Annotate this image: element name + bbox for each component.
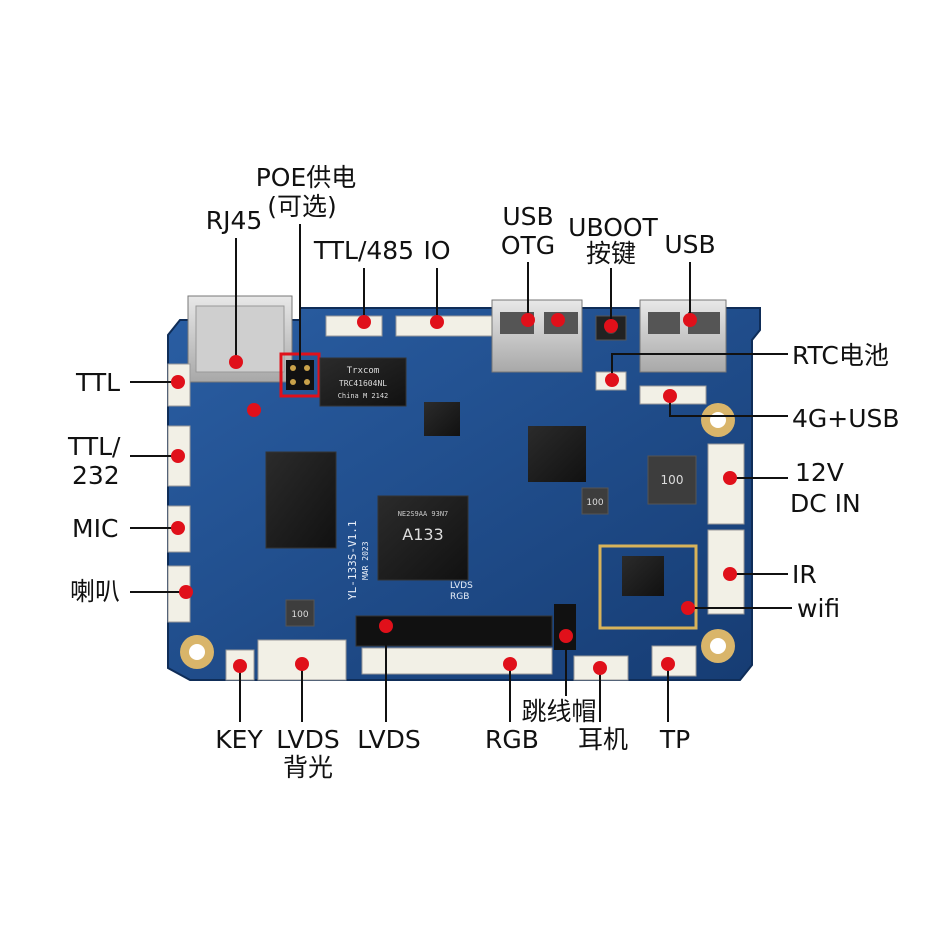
label-speaker: 喇叭: [70, 577, 121, 606]
marker-tp: [661, 657, 675, 671]
marker-mic: [171, 521, 185, 535]
marker-4g: [663, 389, 677, 403]
marker-dots: [171, 313, 737, 675]
marker-ttl485: [357, 315, 371, 329]
marker-key: [233, 659, 247, 673]
marker-jumper: [559, 629, 573, 643]
label-wifi: wifi: [797, 594, 841, 623]
label-ttl232-1: TTL/: [68, 432, 121, 461]
label-lvds: LVDS: [357, 725, 421, 754]
inductor3-text: 100: [291, 610, 308, 620]
label-poe-sub: (可选): [267, 192, 337, 221]
label-ttl232-2: 232: [72, 461, 120, 490]
marker-rj45-2: [247, 403, 261, 417]
label-key: KEY: [215, 725, 263, 754]
wifi-antenna-area: [598, 544, 698, 630]
label-4g-usb: 4G+USB: [792, 404, 900, 433]
marker-rgb: [503, 657, 517, 671]
usb-host-port: [639, 299, 727, 373]
label-usb-otg-1: USB: [502, 202, 554, 231]
inductor-text: 100: [661, 473, 684, 487]
top-connectors: [325, 315, 493, 337]
eth-brand-text: Trxcom: [347, 366, 380, 376]
label-poe: POE供电: [255, 163, 357, 192]
marker-ttl: [171, 375, 185, 389]
label-ttl: TTL: [76, 368, 121, 397]
leader-rtc: [611, 353, 788, 380]
label-lvds-bl-2: 背光: [282, 753, 334, 782]
marker-usb-otg-1: [521, 313, 535, 327]
marker-usb-otg-2: [551, 313, 565, 327]
marker-earphone: [593, 661, 607, 675]
mounting-holes: [180, 403, 735, 669]
marker-uboot: [604, 319, 618, 333]
ram-chip: [265, 451, 337, 549]
label-uboot-2: 按键: [585, 239, 637, 268]
label-ir: IR: [792, 560, 817, 589]
leader-lines: [130, 224, 792, 722]
marker-ttl232: [171, 449, 185, 463]
lvds-rgb-silk-2: RGB: [450, 592, 469, 602]
rgb-fpc: [361, 647, 553, 675]
inductor2-text: 100: [586, 498, 603, 508]
label-usb-otg-2: OTG: [500, 231, 556, 260]
label-earphone: 耳机: [577, 725, 629, 754]
marker-io: [430, 315, 444, 329]
cpu-sub-label: NE2S9AA 93N7: [398, 510, 449, 518]
label-usb: USB: [664, 230, 716, 259]
marker-rj45: [229, 355, 243, 369]
marker-lvds-bl: [295, 657, 309, 671]
marker-ir: [723, 567, 737, 581]
label-uboot-1: UBOOT: [568, 213, 658, 242]
label-io: IO: [423, 236, 451, 265]
usb-otg-port: [491, 299, 583, 373]
cpu-chip: [377, 495, 469, 581]
cpu-label: A133: [402, 525, 443, 544]
marker-speaker: [179, 585, 193, 599]
date-text: MAR 2023: [361, 541, 370, 580]
marker-rtc: [605, 373, 619, 387]
label-rgb: RGB: [485, 725, 539, 754]
label-jumper: 跳线帽: [521, 697, 597, 726]
eth-part-text: TRC41604NL: [339, 379, 387, 388]
label-ttl485: TTL/485: [313, 236, 415, 265]
rj45-jack: [187, 295, 293, 383]
misc-chips: [285, 402, 697, 627]
label-lvds-bl-1: LVDS: [276, 725, 340, 754]
marker-usb: [683, 313, 697, 327]
lvds-rgb-silk-1: LVDS: [450, 581, 473, 591]
ethernet-transformer: [319, 357, 407, 407]
label-dc-2: DC IN: [790, 489, 861, 518]
label-tp: TP: [659, 725, 691, 754]
marker-lvds: [379, 619, 393, 633]
label-rj45: RJ45: [205, 206, 263, 235]
eth-origin-text: China M 2142: [338, 392, 389, 400]
model-text: YL-133S-V1.1: [346, 521, 359, 600]
marker-dc: [723, 471, 737, 485]
label-rtc: RTC电池: [792, 341, 889, 370]
lvds-rgb-silk: LVDS RGB: [450, 581, 476, 602]
label-dc-1: 12V: [795, 458, 844, 487]
marker-wifi: [681, 601, 695, 615]
label-mic: MIC: [72, 514, 119, 543]
